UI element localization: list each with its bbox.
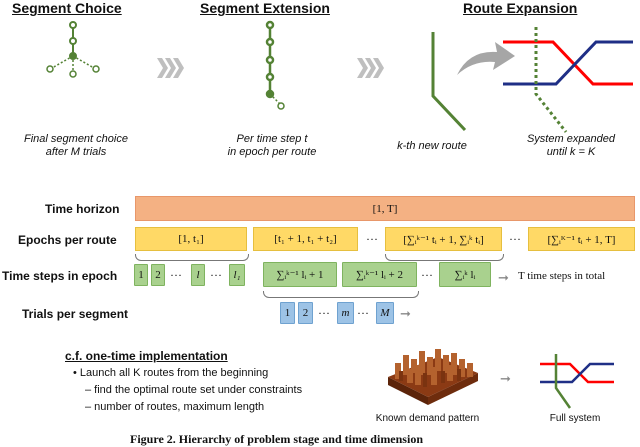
caption-segment-choice: Final segment choice after M trials xyxy=(2,133,150,159)
epoch-bar: [∑ᵢᵏ⁻¹ tᵢ + 1, ∑ᵢᵏ tᵢ] xyxy=(385,227,502,251)
step-box: 1 xyxy=(134,264,148,286)
total-steps-label: T time steps in total xyxy=(518,270,606,282)
caption-line: System expanded xyxy=(526,133,616,145)
arrow-right-icon: ➞ xyxy=(500,371,511,386)
arrow-right-icon: ➞ xyxy=(400,306,411,321)
row-label-time-steps: Time steps in epoch xyxy=(2,269,118,283)
epoch-bar: [∑ᵢᴷ⁻¹ tᵢ + 1, T] xyxy=(528,227,635,251)
caption-segment-extension: Per time step t in epoch per route xyxy=(198,133,346,159)
figure-caption: Figure 2. Hierarchy of problem stage and… xyxy=(130,432,423,446)
cf-title: c.f. one-time implementation xyxy=(65,349,228,363)
epoch-bar: [t₁ + 1, t₁ + t₂] xyxy=(253,227,358,251)
caption-line: after M trials xyxy=(45,146,107,158)
step-box: ∑ᵢᵏ⁻¹ lᵢ + 2 xyxy=(342,262,417,287)
stage-title-segment-extension: Segment Extension xyxy=(200,0,330,16)
arrow-right-icon: ➞ xyxy=(498,270,509,285)
caption-line: Per time step t xyxy=(236,133,308,145)
system-caption: Full system xyxy=(549,413,601,424)
ellipsis: ··· xyxy=(357,306,369,320)
ellipsis: ··· xyxy=(170,268,182,282)
ellipsis: ··· xyxy=(366,232,378,246)
cf-sub: – number of routes, maximum length xyxy=(85,401,265,413)
row-label-epochs: Epochs per route xyxy=(18,233,117,247)
segment-extension-icon xyxy=(265,20,285,110)
ellipsis: ··· xyxy=(210,268,222,282)
trial-box: M xyxy=(376,302,394,324)
cf-sub: – find the optimal route set under const… xyxy=(85,384,303,396)
expanded-system-icon xyxy=(503,27,633,133)
caption-system-expanded: System expanded until k = K xyxy=(505,133,637,159)
time-horizon-bar: [1, T] xyxy=(135,196,635,221)
caption-line: until k = K xyxy=(546,146,596,158)
chevron-arrows-icon xyxy=(357,58,384,78)
epoch-bar: [1, t₁] xyxy=(135,227,247,251)
row-label-trials: Trials per segment xyxy=(22,307,129,321)
step-box: ∑ᵢᵏ⁻¹ lᵢ + 1 xyxy=(263,262,337,287)
caption-line: Final segment choice xyxy=(24,133,128,145)
demand-caption: Known demand pattern xyxy=(375,413,480,424)
ellipsis: ··· xyxy=(318,306,330,320)
row-label-time-horizon: Time horizon xyxy=(45,202,120,216)
caption-line: in epoch per route xyxy=(227,146,317,158)
stage-title-segment-choice: Segment Choice xyxy=(12,0,122,16)
demand-pattern-image xyxy=(388,349,478,405)
brace xyxy=(385,254,504,261)
trial-box: m xyxy=(337,302,354,324)
brace xyxy=(135,254,249,261)
step-box: l₁ xyxy=(229,264,245,286)
brace xyxy=(263,291,419,298)
curved-arrow-icon xyxy=(457,42,515,75)
chevron-arrows-icon xyxy=(157,58,184,78)
full-system-icon xyxy=(540,354,614,409)
segment-choice-icon xyxy=(46,21,100,78)
cf-bullet: • Launch all K routes from the beginning xyxy=(73,367,269,379)
step-box: 2 xyxy=(151,264,165,286)
ellipsis: ··· xyxy=(509,232,521,246)
trial-box: 2 xyxy=(298,302,313,324)
step-box: l xyxy=(191,264,205,286)
trial-box: 1 xyxy=(280,302,295,324)
stage-title-route-expansion: Route Expansion xyxy=(463,0,578,16)
step-box: ∑ᵢᵏ lᵢ xyxy=(439,262,491,287)
new-route-icon xyxy=(431,32,467,132)
ellipsis: ··· xyxy=(421,268,433,282)
caption-new-route: k-th new route xyxy=(397,140,467,152)
